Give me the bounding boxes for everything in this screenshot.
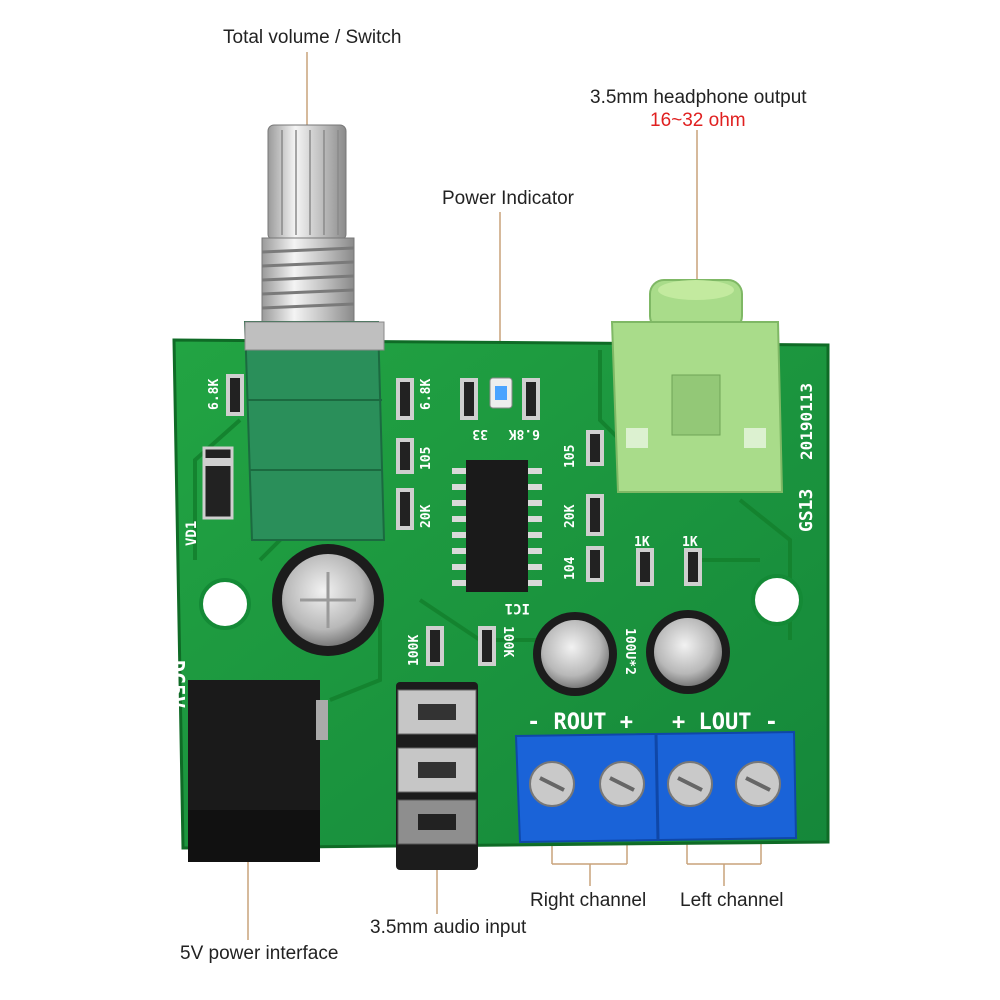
- silk-rout: - ROUT +: [527, 710, 633, 735]
- power-interface-callout-label: 5V power interface: [180, 943, 339, 964]
- headphone-jack: [610, 279, 784, 493]
- silk-c105-a: 105: [419, 447, 434, 470]
- silk-date-code: 20190113: [797, 383, 816, 460]
- silk-dc-label: DC5V: [165, 660, 189, 708]
- silk-c104: 104: [563, 556, 578, 580]
- silk-c105-b: 105: [563, 445, 578, 468]
- silk-r100k-a: 100K: [407, 635, 422, 666]
- smd-components: [226, 374, 702, 666]
- left-channel-callout-label: Left channel: [680, 890, 784, 911]
- amplifier-ic: [452, 460, 542, 592]
- silk-r33: 33: [472, 426, 488, 441]
- dc-power-jack: [188, 680, 328, 862]
- silk-diode: VD1: [184, 521, 200, 546]
- silk-board-code: GS13: [796, 489, 817, 532]
- capacitor-lout: [646, 610, 730, 694]
- audio-input-jack: [396, 682, 478, 870]
- silk-r68k-c: 6.8K: [509, 426, 540, 441]
- silk-r1k-b: 1K: [682, 535, 698, 550]
- silk-cap: 100U*2: [622, 628, 637, 675]
- silk-r100k-b: 100K: [500, 626, 515, 657]
- capacitor-rout: [533, 612, 617, 696]
- silk-r1k-a: 1K: [634, 535, 650, 550]
- headphone-callout-label: 3.5mm headphone output: [590, 87, 807, 108]
- silk-r20k-b: 20K: [563, 504, 578, 528]
- screw-terminals: [514, 730, 798, 844]
- silk-lout: + LOUT -: [672, 710, 778, 735]
- volume-callout-label: Total volume / Switch: [223, 27, 402, 48]
- headphone-impedance-label: 16~32 ohm: [650, 110, 746, 131]
- silk-r20k-a: 20K: [419, 504, 434, 528]
- mounting-hole-left: [199, 578, 251, 630]
- power-indicator-callout-label: Power Indicator: [442, 188, 575, 209]
- capacitor-big: [272, 544, 384, 656]
- silk-r68k-b: 6.8K: [419, 379, 434, 410]
- silk-r68k-a: 6.8K: [207, 379, 222, 410]
- right-channel-callout-label: Right channel: [530, 890, 647, 911]
- power-led: [489, 377, 513, 409]
- silk-ic: IC1: [505, 600, 530, 616]
- mounting-hole-right: [751, 574, 803, 626]
- audio-input-callout-label: 3.5mm audio input: [370, 917, 527, 938]
- diode-vd1: [202, 446, 234, 520]
- volume-potentiometer: [243, 124, 386, 541]
